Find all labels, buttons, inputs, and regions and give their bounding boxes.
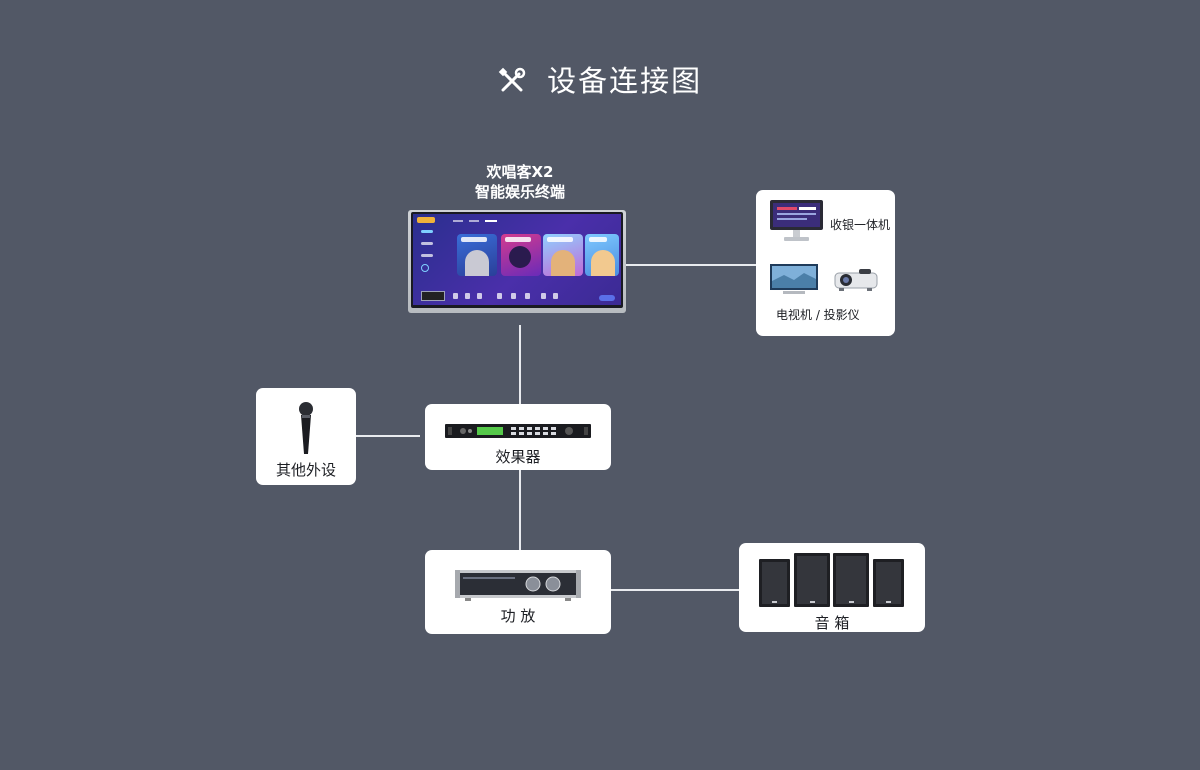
display-devices-card: 收银一体机 电视机 / 投影仪 [756, 190, 895, 336]
page-title: 设备连接图 [0, 58, 1200, 100]
karaoke-terminal-image [408, 210, 626, 313]
speakers-label: 音 箱 [814, 614, 850, 632]
speakers-card: 音 箱 [739, 543, 925, 632]
terminal-screen [411, 212, 623, 308]
wire-terminal-effects [519, 325, 521, 404]
amplifier-label: 功 放 [500, 607, 536, 625]
wire-peripherals-effects [356, 435, 420, 437]
wire-effects-amplifier [519, 470, 521, 550]
terminal-name: 欢唱客X2 [486, 163, 554, 181]
peripherals-label: 其他外设 [275, 461, 336, 479]
projector-icon [834, 269, 878, 291]
title-text: 设备连接图 [547, 64, 703, 98]
peripherals-card: 其他外设 [256, 388, 356, 485]
effects-processor-icon [445, 424, 591, 438]
terminal-title: 欢唱客X2 智能娱乐终端 [440, 162, 600, 202]
tv-icon [770, 264, 818, 294]
tv-projector-label: 电视机 / 投影仪 [776, 308, 860, 322]
amplifier-card: 功 放 [425, 550, 611, 634]
amplifier-icon [455, 570, 581, 601]
speakers-icon [759, 553, 904, 607]
terminal-subtitle: 智能娱乐终端 [474, 183, 565, 201]
effects-label: 效果器 [495, 448, 541, 466]
wire-amplifier-speakers [611, 589, 739, 591]
tools-icon [498, 67, 526, 92]
effects-card: 效果器 [425, 404, 611, 470]
wire-terminal-display [626, 264, 756, 266]
pos-label: 收银一体机 [830, 218, 891, 232]
pos-terminal-icon [770, 200, 823, 241]
microphone-icon [299, 402, 313, 454]
